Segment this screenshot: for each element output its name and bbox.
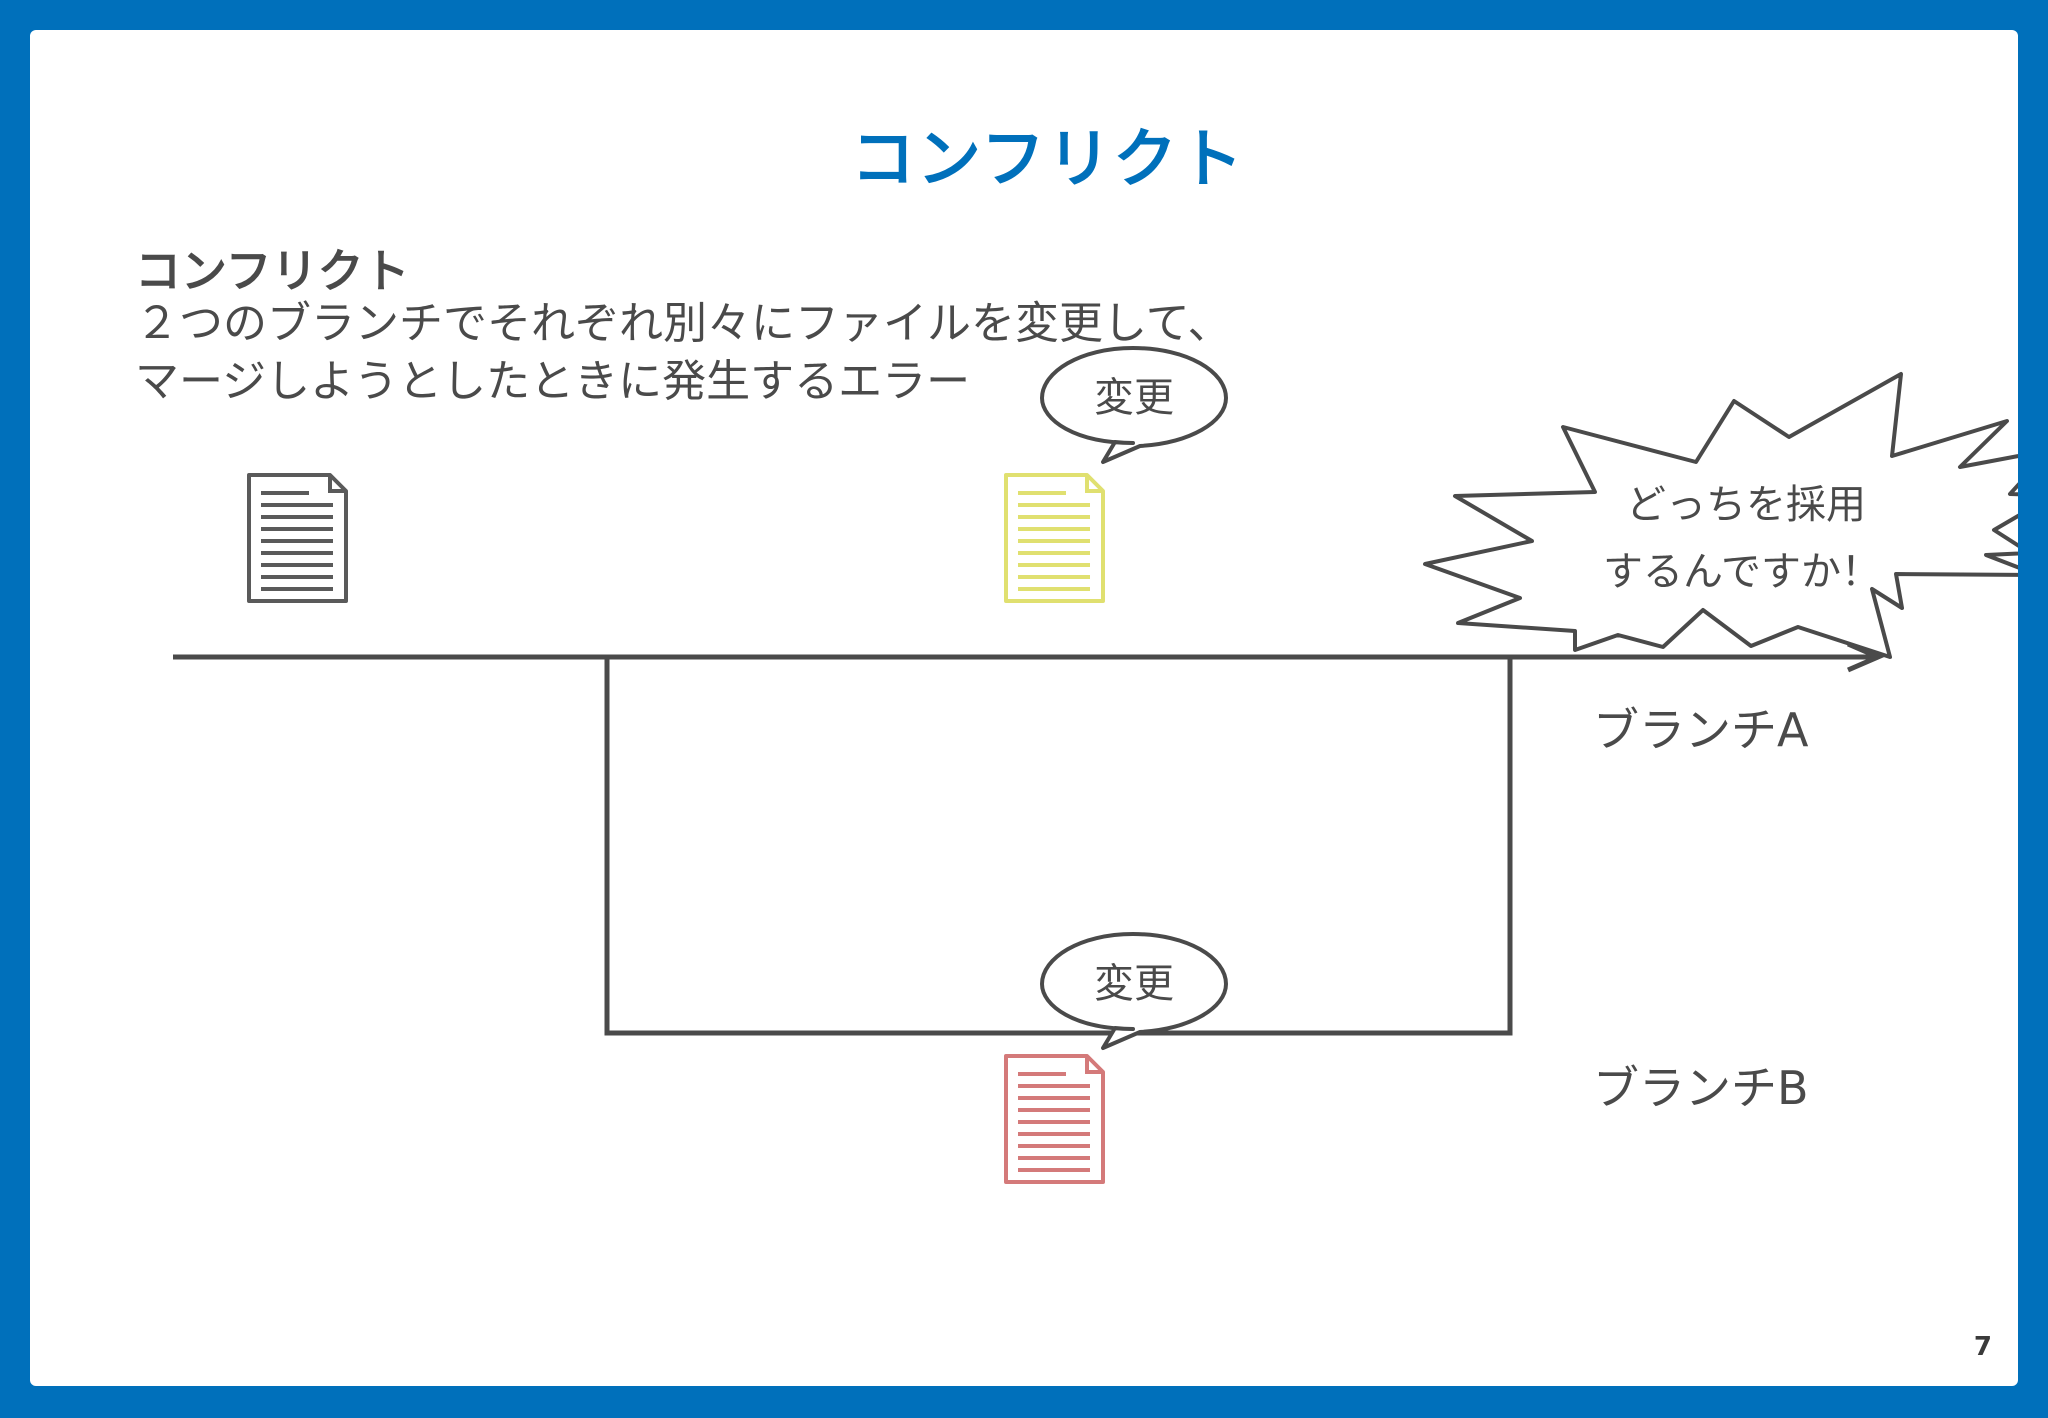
speech-bubble-top: 変更: [1040, 346, 1228, 464]
slide-title: コンフリクト: [850, 123, 1246, 197]
branch-b-line: [604, 657, 1513, 1036]
slide: コンフリクト コンフリクト ２つのブランチでそれぞれ別々にファイルを変更して、 …: [30, 30, 2018, 1386]
description-line-1: ２つのブランチでそれぞれ別々にファイルを変更して、: [135, 298, 1232, 349]
document-icon: [1004, 473, 1105, 603]
section-heading: コンフリクト: [135, 244, 410, 298]
burst-text-line-1: どっちを採用: [1626, 482, 1866, 528]
branch-b-label: ブランチB: [1593, 1061, 1809, 1115]
speech-bubble-bottom: 変更: [1040, 932, 1228, 1050]
conflict-burst: どっちを採用 するんですか！: [1423, 372, 2018, 659]
branch-diagram: 変更 変更 どっちを採用 するんですか！: [173, 346, 2018, 1184]
document-icon: [1004, 1054, 1105, 1184]
burst-text-line-2: するんですか！: [1603, 549, 1881, 595]
description: ２つのブランチでそれぞれ別々にファイルを変更して、 マージしようとしたときに発生…: [135, 295, 1231, 411]
change-label-bottom: 変更: [1094, 961, 1174, 1007]
page-number: 7: [1973, 1332, 1992, 1362]
description-line-2: マージしようとしたときに発生するエラー: [135, 356, 971, 407]
change-label-top: 変更: [1094, 375, 1174, 421]
document-icon: [247, 473, 348, 603]
branch-a-label: ブランチA: [1593, 703, 1809, 757]
